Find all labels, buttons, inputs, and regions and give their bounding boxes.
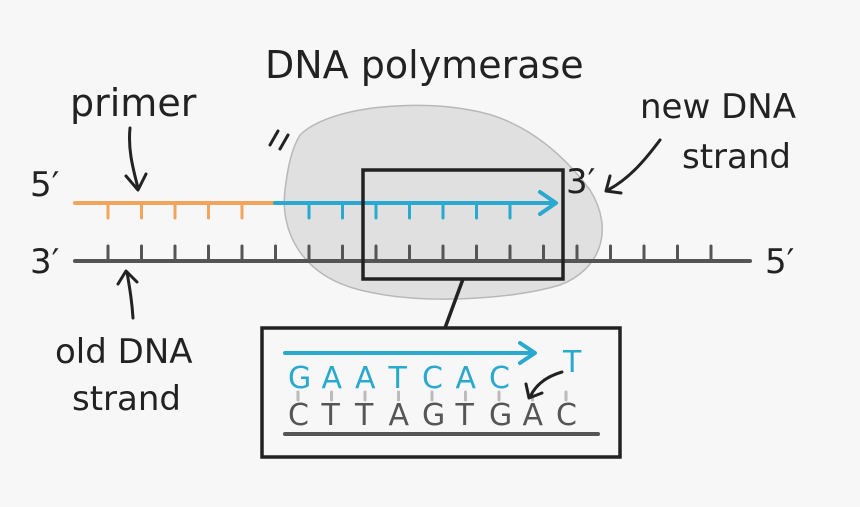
template-base: A xyxy=(523,398,544,433)
new-strand-ticks xyxy=(307,201,512,220)
old-strand-label-line2: strand xyxy=(72,379,181,419)
incoming-base-arrow xyxy=(528,370,564,399)
template-base: G xyxy=(489,398,512,433)
template-base: C xyxy=(288,398,309,433)
new-strand-base: A xyxy=(456,361,477,396)
template-base: C xyxy=(556,398,577,433)
incoming-base-label: T xyxy=(562,345,582,380)
new-strand-arrowhead xyxy=(604,174,623,195)
template-base: T xyxy=(455,398,475,433)
template-base: A xyxy=(389,398,410,433)
template-base: G xyxy=(422,398,445,433)
base-pair-ticks xyxy=(296,390,568,402)
new-strand-base: A xyxy=(355,361,376,396)
new-strand-base: T xyxy=(388,361,408,396)
new-strand-base: A xyxy=(322,361,343,396)
old-strand-arrowhead xyxy=(116,269,139,286)
primer-arrowhead xyxy=(124,172,148,192)
primer-arrow xyxy=(128,126,140,190)
zoom-new-strand-arrowhead xyxy=(518,341,537,365)
new-strand-arrow xyxy=(606,138,662,192)
primer-ticks xyxy=(106,201,244,220)
new-strand-base: C xyxy=(489,361,510,396)
primer-label: primer xyxy=(70,81,197,125)
template-base: T xyxy=(321,398,341,433)
old-strand-ticks xyxy=(106,244,713,263)
new-strand-base: G xyxy=(288,361,311,396)
old-strand-label-line1: old DNA xyxy=(55,332,193,372)
zoom-connector-line xyxy=(443,278,465,329)
new-dna-strand xyxy=(273,190,558,216)
bottom-right-5prime-label: 5′ xyxy=(765,242,794,282)
new-strand-label-line1: new DNA xyxy=(640,87,796,127)
top-right-3prime-label: 3′ xyxy=(566,162,595,202)
new-strand-base: C xyxy=(422,361,443,396)
top-left-5prime-label: 5′ xyxy=(30,165,59,205)
dna-polymerase-label: DNA polymerase xyxy=(265,43,584,87)
new-strand-label-line2: strand xyxy=(682,137,791,177)
new-strand-arrowhead xyxy=(538,190,558,216)
bottom-left-3prime-label: 3′ xyxy=(30,242,59,282)
old-strand-arrow xyxy=(125,270,135,320)
template-base: T xyxy=(354,398,374,433)
incoming-base-arrowhead xyxy=(524,382,544,400)
motion-mark xyxy=(268,129,290,151)
